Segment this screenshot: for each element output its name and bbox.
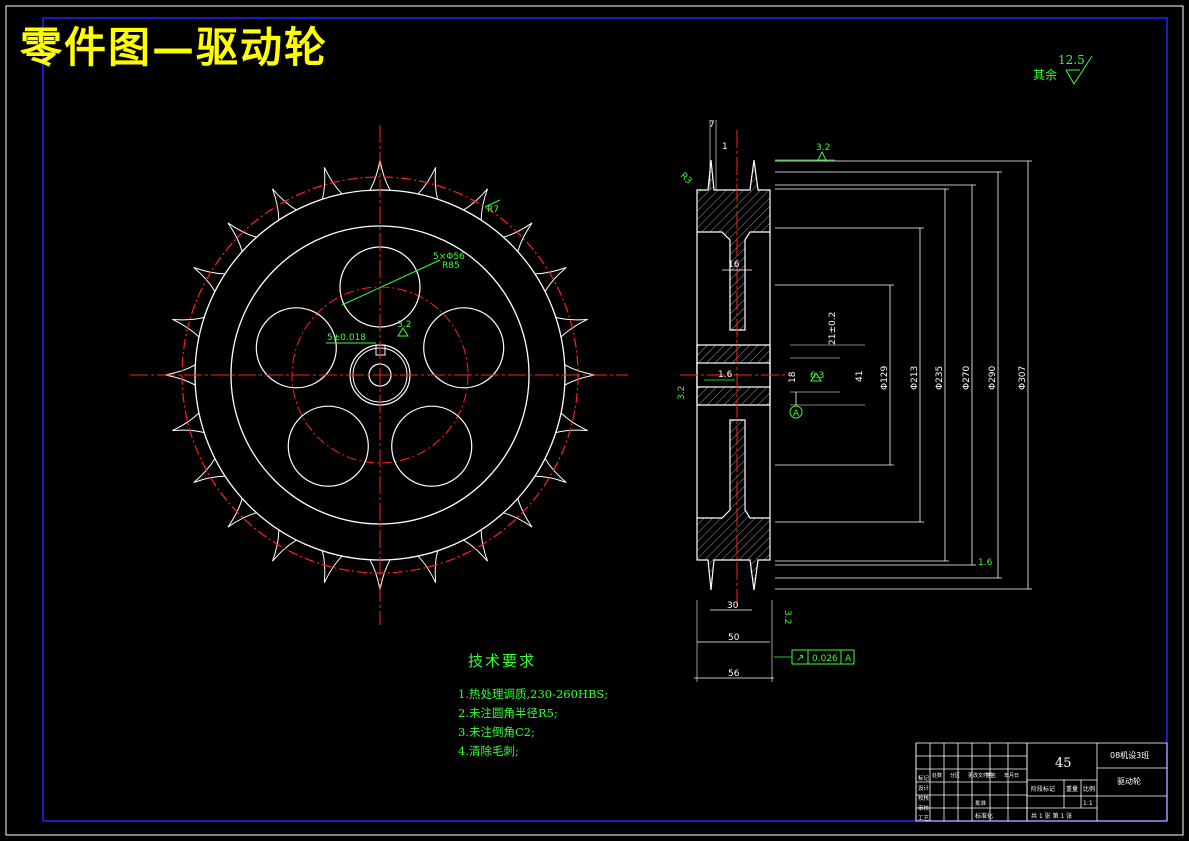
tooth [503,222,533,252]
tb-stage: 阶段标记 [1031,785,1055,793]
dim-d270: Φ270 [962,365,972,390]
dim-d213: Φ213 [910,366,920,390]
tb-row-label: 设计 [918,784,930,792]
section-view: 7 1 R3 3.2 16 21±0.2 1.6 18 6.3 41 A 1.6… [677,120,1032,682]
dim-w50: 50 [728,633,740,643]
tooth [503,498,533,528]
hole [391,405,473,487]
tb-approve: 批准 [975,799,987,807]
dim-holes: 5×Φ56 [433,252,465,262]
tb-row-label: 工艺 [918,815,930,822]
tooth [534,458,567,483]
tooth [321,167,343,200]
tech-line-2: 2.未注圆角半径R5; [458,706,558,720]
outer-frame [5,5,1184,836]
tooth [555,316,588,338]
roughness-left: 3.2 [677,386,687,400]
inner-frame [42,17,1168,822]
dim-chamfer: R3 [678,171,694,187]
tooth [172,316,205,338]
tb-scale: 1:1 [1083,800,1093,807]
dim-tip-radius: R7 [487,205,499,215]
general-roughness-symbol [1065,55,1093,85]
hole [423,307,505,389]
front-view: R7 5×Φ56 R85 5±0.018 3.2 [130,125,628,625]
dim-keyway-width: 5±0.018 [327,333,366,343]
dim-holes-pcd: R85 [442,261,460,271]
tb-col-label: 分区 [950,772,960,779]
diameter-dimensions [775,160,1032,590]
dim-web-thickness: 16 [728,260,740,270]
tooth [172,412,205,434]
dim-tooth-gap: 1 [722,142,728,152]
tooth [534,267,567,292]
roughness-keyway: 3.2 [397,320,411,330]
runout-tolerance: 0.026 [812,654,838,664]
tb-weight: 重量 [1066,785,1078,793]
tb-col-label: 处数 [932,772,942,779]
rim-bottom-section [696,419,771,591]
tooth [417,550,439,583]
tooth [417,167,439,200]
tech-line-1: 1.热处理调质,230-260HBS; [458,687,609,701]
roughness-bore-b: 6.3 [810,371,824,381]
dim-w30: 30 [727,601,739,611]
tech-heading: 技术要求 [468,652,537,670]
dim-tooth-width: 7 [709,120,715,130]
runout-datum: A [845,654,852,664]
datum-a-marker [789,405,803,419]
dim-d290: Φ290 [988,365,998,390]
drawing-title: 零件图—驱动轮 [20,23,329,72]
tech-line-3: 3.未注倒角C2; [458,725,535,739]
dim-hub-length: 41 [855,371,865,382]
roughness-top: 3.2 [816,143,830,153]
hole [287,405,369,487]
dim-bore: 18 [788,371,798,383]
sprocket-teeth [164,159,596,591]
tech-line-4: 4.清除毛刺; [458,744,519,758]
dim-d307: Φ307 [1018,366,1028,390]
tb-part-name: 驱动轮 [1117,776,1141,786]
tb-col-label: 更改文件号 [968,772,993,779]
tb-material: 45 [1055,756,1072,771]
dim-keyway-depth: 21±0.2 [828,312,838,345]
tb-row-label: 校核 [918,794,930,802]
dim-d129: Φ129 [880,365,890,390]
roughness-outer: 1.6 [978,558,993,568]
general-roughness-value: 12.5 [1058,53,1085,67]
dim-w56: 56 [728,669,740,679]
tooth [193,458,226,483]
tb-std: 标准化 [975,812,993,820]
hole [255,307,337,389]
technical-requirements: 技术要求 1.热处理调质,230-260HBS; 2.未注圆角半径R5; 3.未… [458,650,608,761]
tooth [272,188,297,221]
tb-scale-label: 比例 [1083,785,1095,793]
datum-a: A [793,409,800,419]
tooth [555,412,588,434]
tb-row-label: 标记 [918,774,930,782]
title-block [915,742,1168,822]
tooth [227,498,257,528]
tooth [463,529,488,562]
tooth [193,267,226,292]
tb-school: 08机设3班 [1110,750,1149,760]
general-roughness-label: 其余 [1033,68,1058,82]
rim-top-section [696,159,771,331]
runout-symbol: ↗ [796,653,804,664]
tooth [227,222,257,252]
tooth [272,529,297,562]
tb-col-label: 年月日 [1004,772,1019,779]
tb-row-label: 审核 [918,804,930,812]
roughness-bore-a: 1.6 [718,370,733,380]
tb-col-label: 签名 [986,772,996,779]
tooth [321,550,343,583]
tb-sheet-info: 共 1 张 第 1 张 [1031,812,1072,820]
dim-d235: Φ235 [935,366,945,390]
roughness-bottom: 3.2 [782,610,792,624]
tooth [463,188,488,221]
